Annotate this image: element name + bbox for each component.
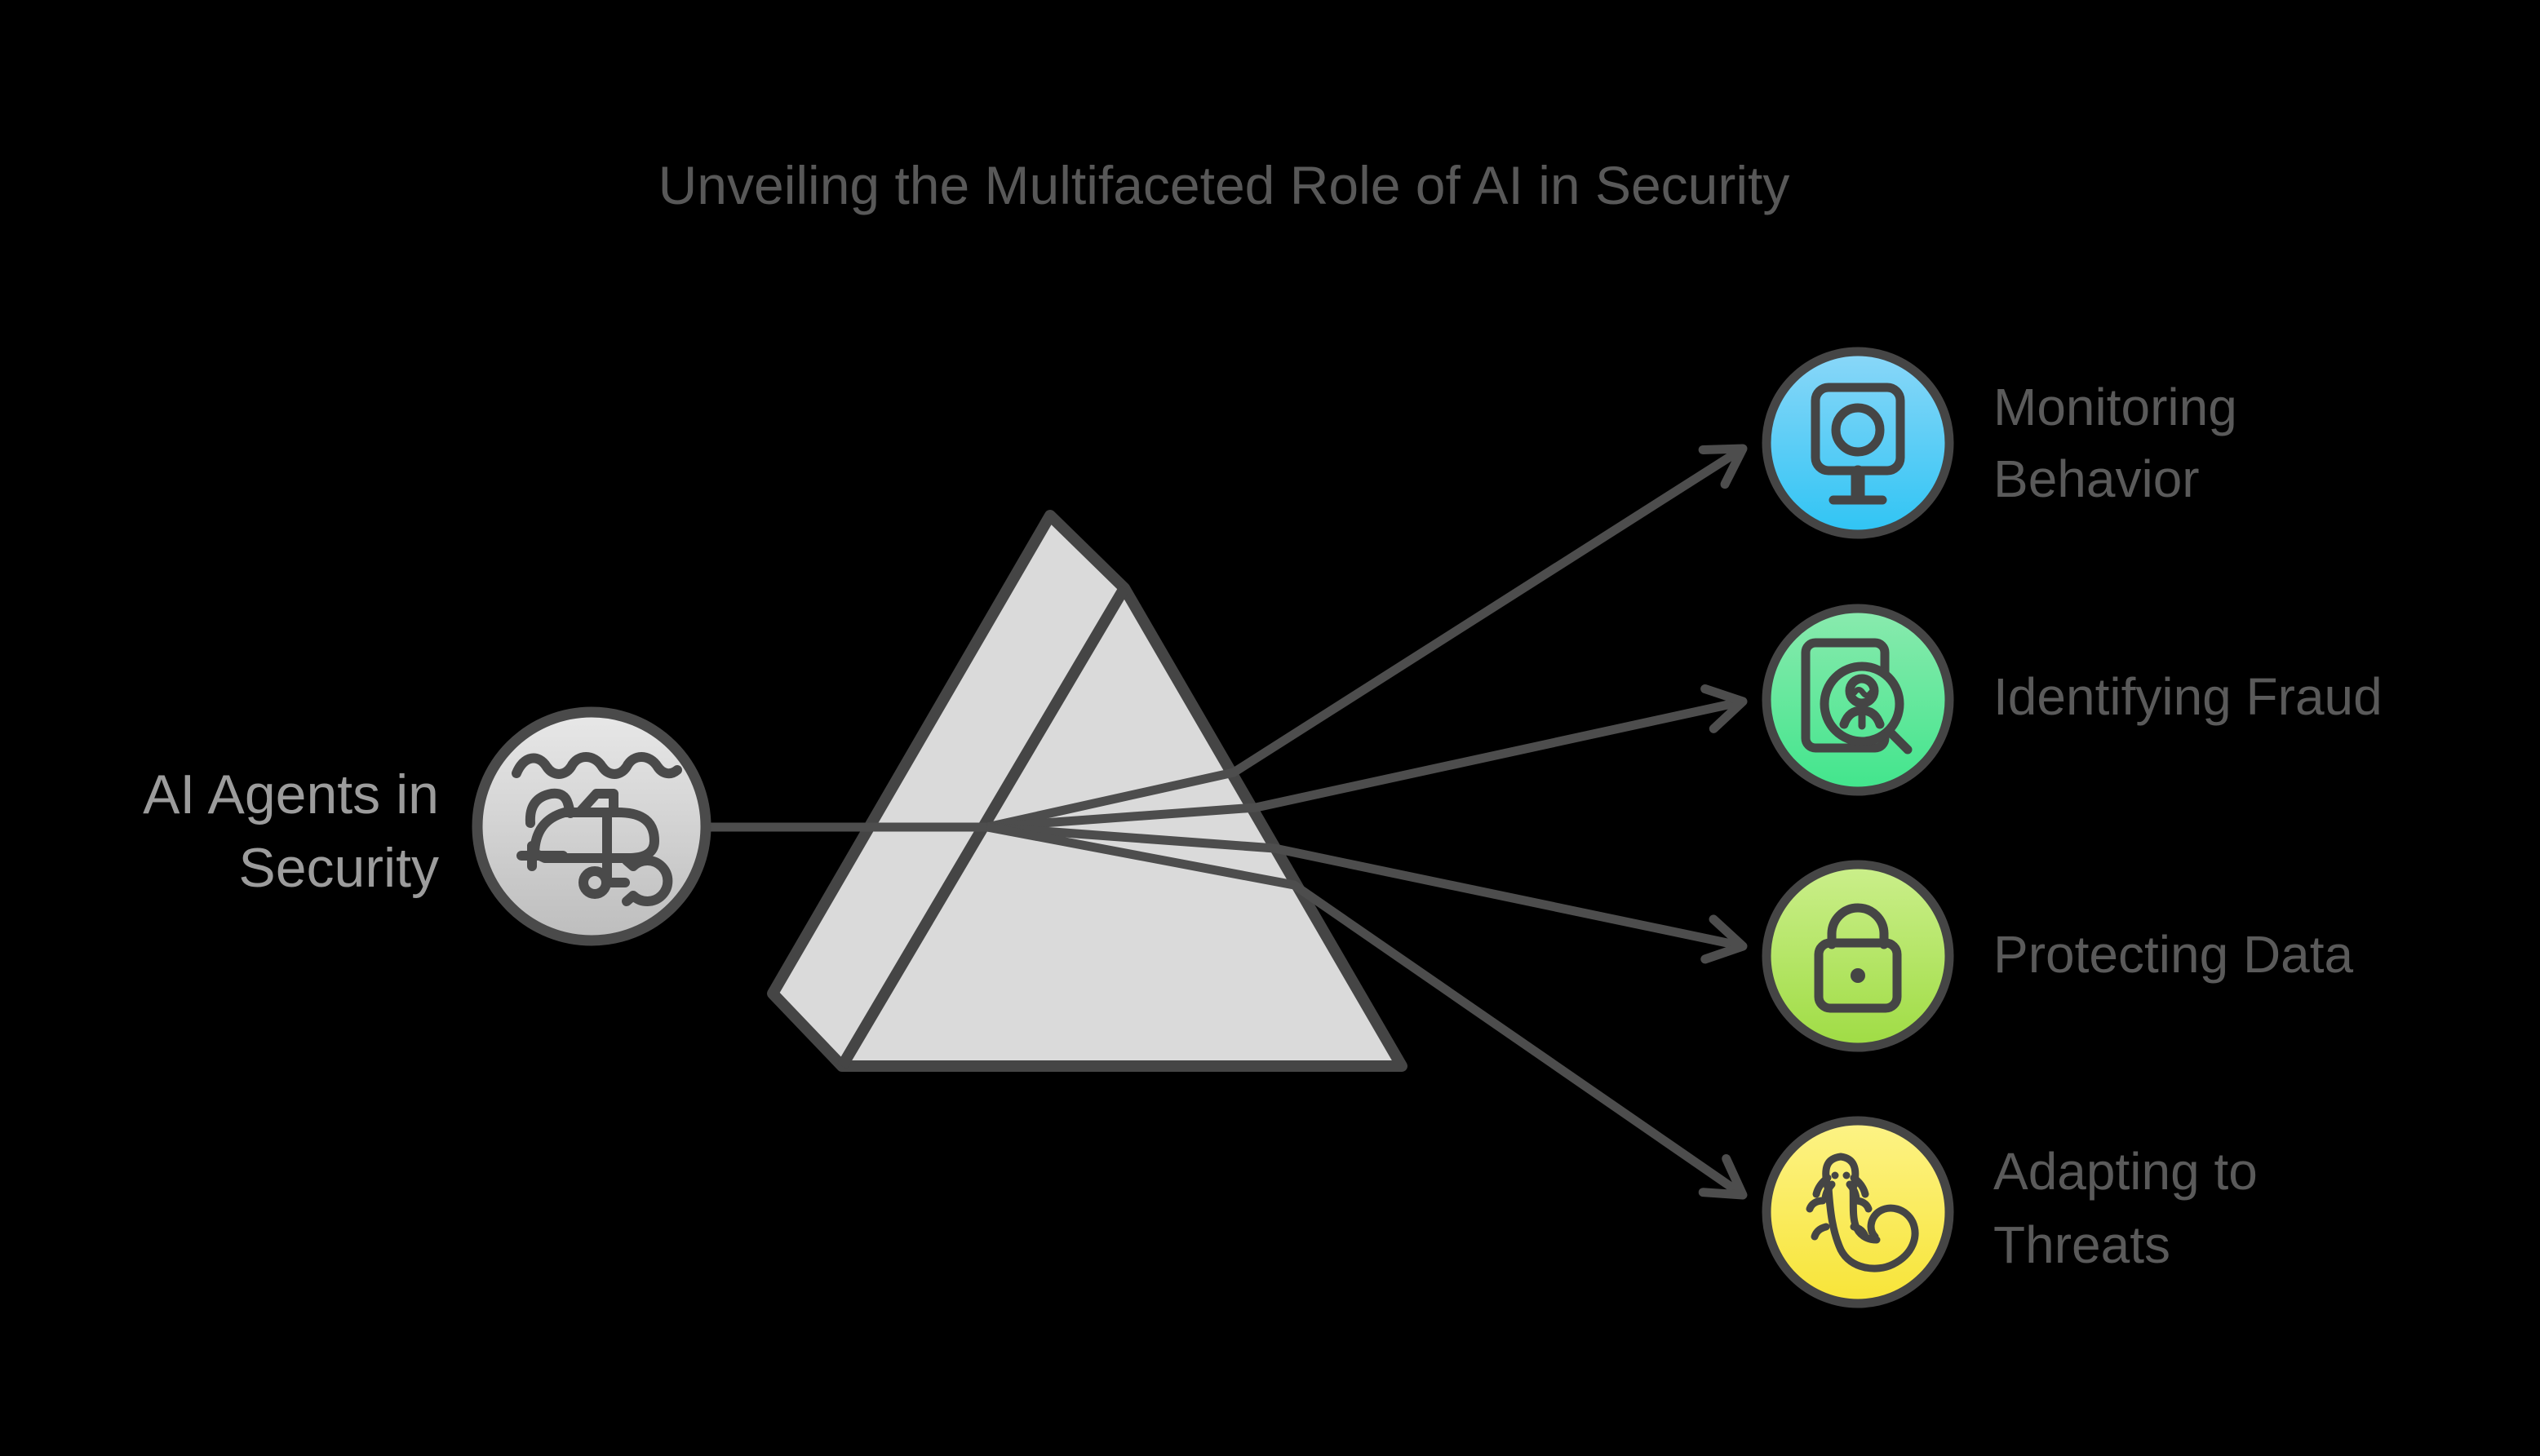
ray-to-protecting-data — [986, 822, 1748, 964]
ray-to-adapting-to-threats — [986, 822, 1748, 1200]
person-head — [1845, 674, 1879, 708]
identifying-fraud-label: Identifying Fraud — [1993, 667, 2383, 726]
protecting-data-label: Protecting Data — [1993, 925, 2354, 984]
submarine-fin — [525, 788, 575, 828]
light-rays — [708, 444, 1748, 1200]
salamander-eye-left — [1831, 1171, 1839, 1179]
salamander-icon — [1806, 1153, 1919, 1272]
lock-shackle — [1827, 903, 1889, 949]
lock-body — [1814, 938, 1902, 1013]
monitoring-behavior-circle — [1762, 347, 1954, 539]
magnifier-handle — [1884, 726, 1913, 755]
lock-keyhole — [1851, 968, 1865, 983]
prism-shape — [767, 510, 1407, 1072]
ray-to-monitoring-behavior — [986, 444, 1748, 832]
adapting-to-threats-label-line-1: Adapting to — [1993, 1142, 2258, 1201]
adapting-to-threats-circle — [1762, 1116, 1954, 1308]
monitor-camera-icon — [1811, 383, 1905, 505]
salamander-head — [1822, 1153, 1860, 1192]
salamander-legs-right — [1850, 1197, 1873, 1241]
salamander-legs-left — [1806, 1197, 1830, 1241]
diagram-title: Unveiling the Multifaceted Role of AI in… — [658, 155, 1790, 215]
magnifier-ring — [1820, 662, 1904, 746]
submarine-hull — [530, 808, 659, 863]
output-node-protecting-data: Protecting Data — [1762, 860, 2354, 1052]
adapting-to-threats-label-line-2: Threats — [1993, 1215, 2170, 1274]
protecting-data-circle — [1762, 860, 1954, 1052]
submarine-sail — [576, 789, 618, 816]
source-circle — [472, 706, 711, 946]
lock-icon — [1814, 903, 1902, 1013]
fraud-magnifier-icon — [1801, 638, 1913, 755]
person-shoulders — [1839, 706, 1885, 729]
output-node-identifying-fraud: Identifying Fraud — [1762, 604, 2383, 796]
monitoring-behavior-label-line-1: Monitoring — [1993, 378, 2237, 436]
monitor-lens — [1831, 403, 1885, 457]
submarine-propeller — [516, 841, 568, 871]
submarine-claw — [622, 856, 673, 906]
source-label-line-1: AI Agents in — [143, 763, 439, 825]
salamander-body-tail — [1824, 1184, 1919, 1272]
monitoring-behavior-label-line-2: Behavior — [1993, 449, 2200, 508]
output-node-adapting-to-threats: Adapting to Threats — [1762, 1116, 2258, 1308]
person-face-wave — [1851, 687, 1874, 698]
prism-body — [767, 510, 1407, 1072]
source-node: AI Agents in Security — [143, 706, 711, 946]
source-label-line-2: Security — [238, 837, 439, 899]
water-wave — [512, 752, 682, 779]
salamander-eye-right — [1842, 1171, 1851, 1179]
output-node-monitoring-behavior: Monitoring Behavior — [1762, 347, 2237, 539]
ray-to-identifying-fraud — [986, 684, 1748, 832]
submarine-explorer-icon — [512, 752, 682, 906]
